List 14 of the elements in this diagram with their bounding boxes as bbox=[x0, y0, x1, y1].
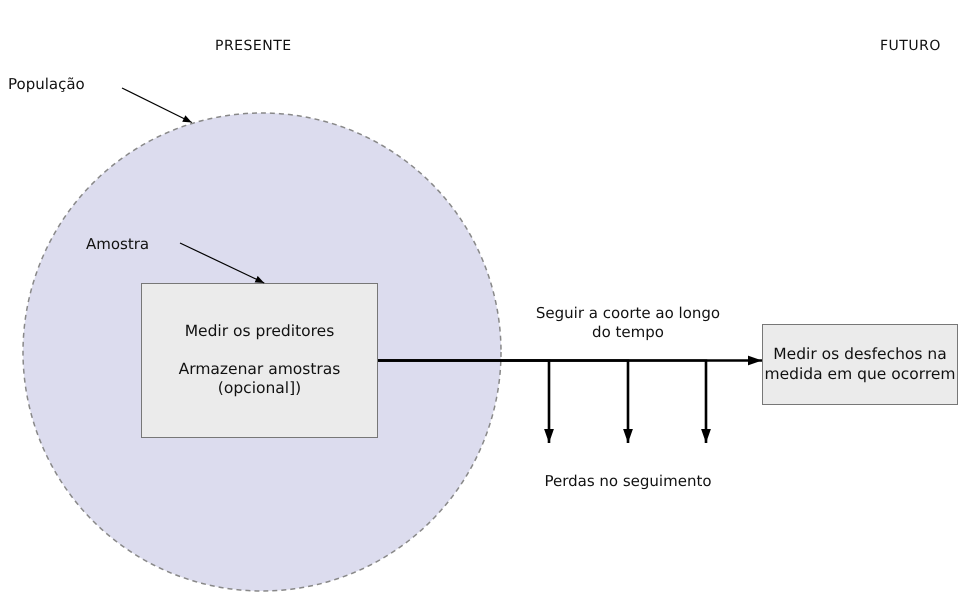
process-box bbox=[141, 283, 378, 438]
population-circle bbox=[22, 112, 502, 592]
arrow bbox=[378, 359, 711, 443]
sample-label: Amostra bbox=[86, 235, 150, 254]
section-heading: FUTURO bbox=[880, 38, 941, 56]
loss-label: Perdas no seguimento bbox=[544, 472, 712, 491]
outcome-box bbox=[762, 324, 958, 405]
box-text: Medir os preditores bbox=[184, 322, 334, 342]
section-heading: PRESENTE bbox=[215, 38, 292, 56]
population-label: População bbox=[8, 75, 85, 94]
leader-line bbox=[122, 87, 192, 124]
leader-line bbox=[180, 242, 264, 284]
box-text: Medir os desfechos na medida em que ocorrem bbox=[764, 345, 956, 384]
box-text: Armazenar amostras (opcional]) bbox=[178, 360, 342, 399]
